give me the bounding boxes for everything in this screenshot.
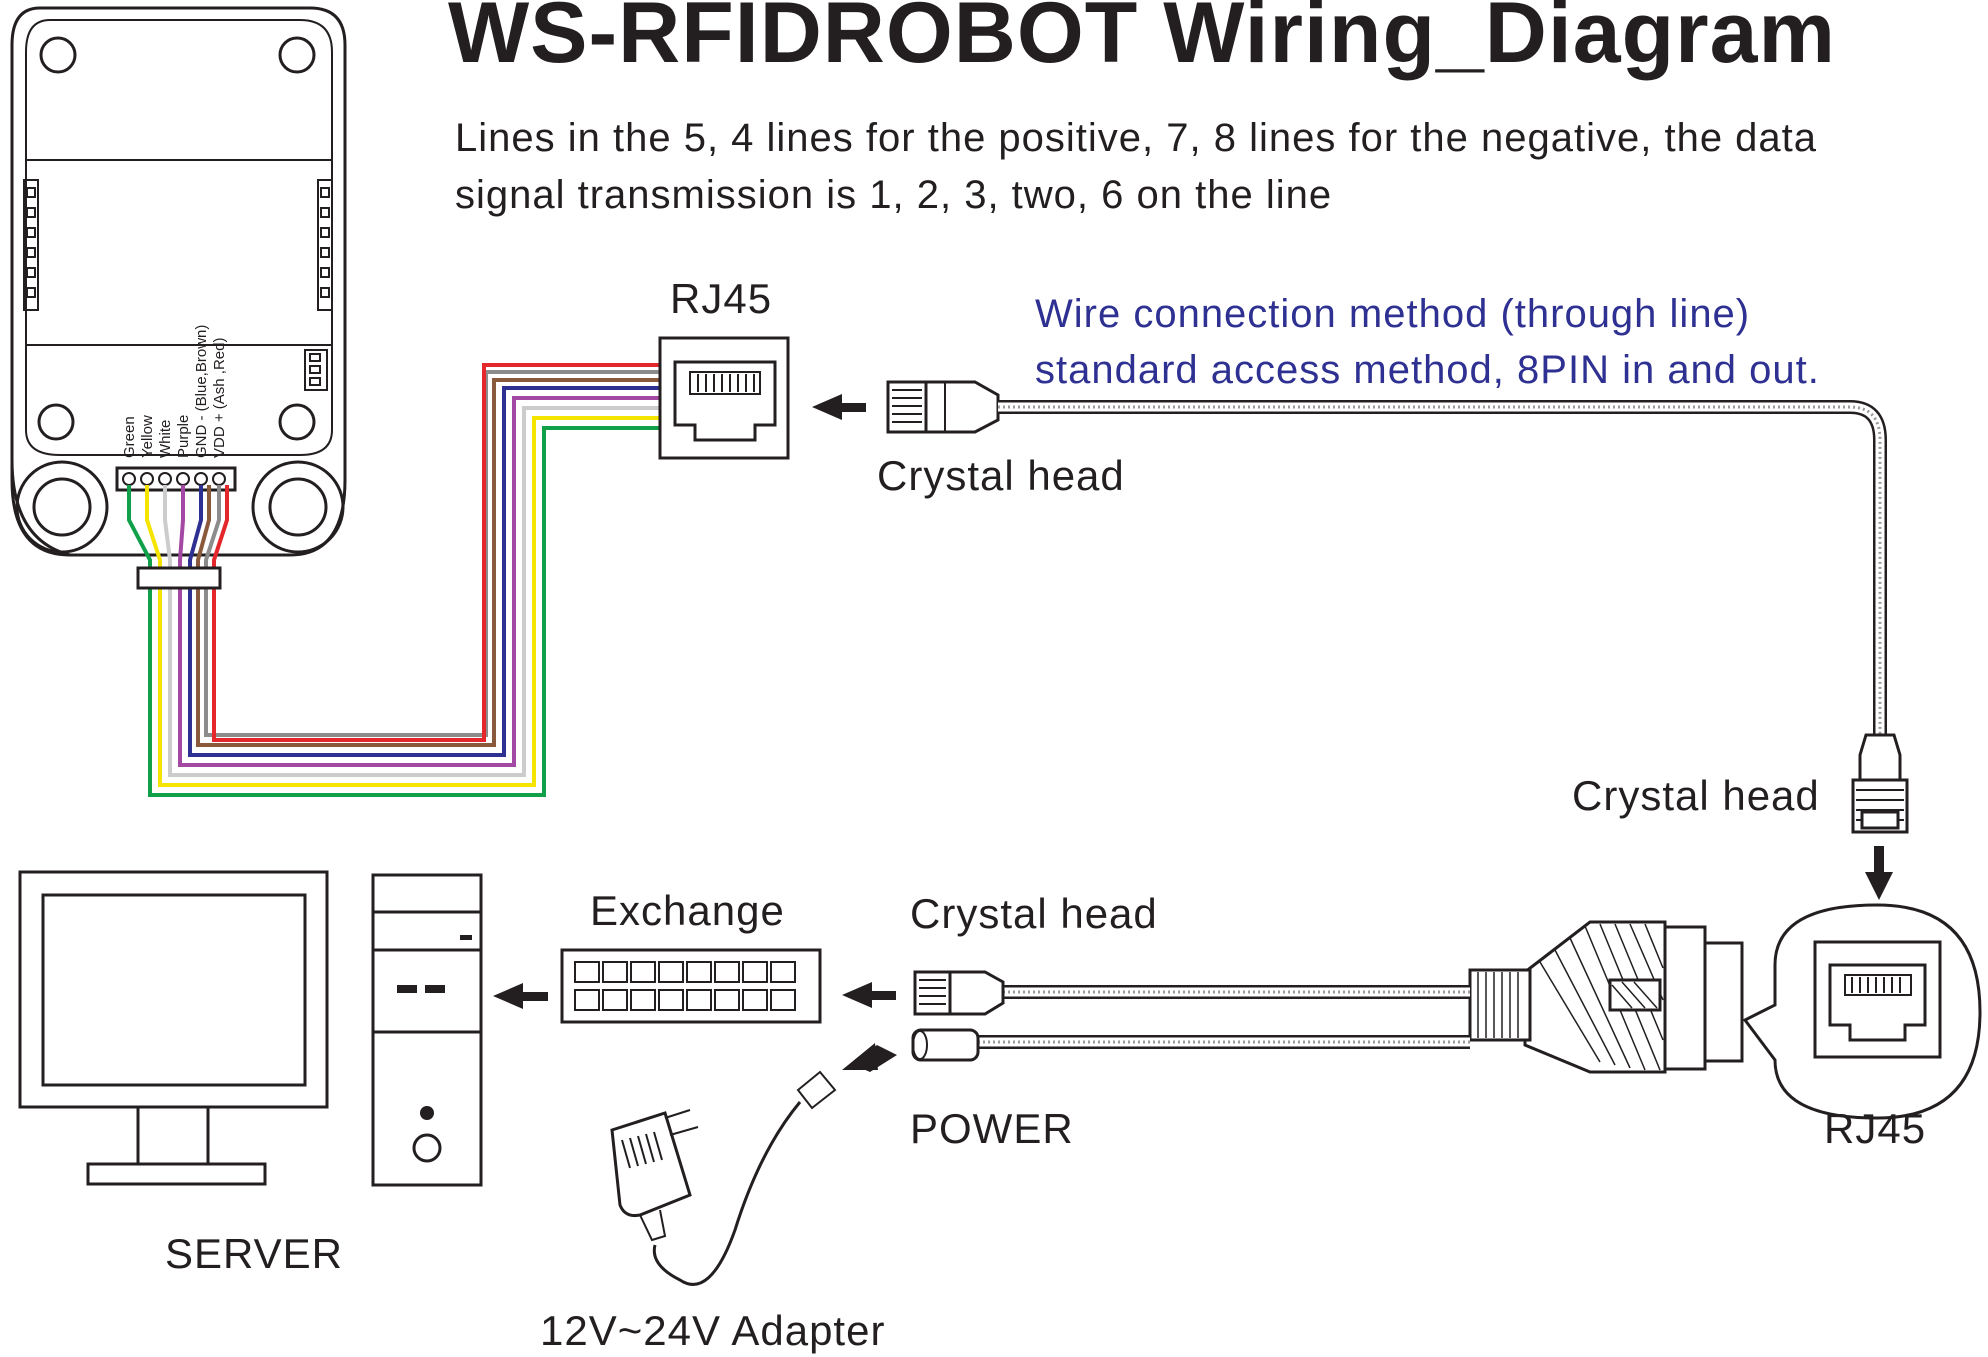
monitor-icon (18, 870, 329, 1186)
network-cable (998, 400, 1887, 735)
network-switch-icon (560, 948, 822, 1024)
exchange-label: Exchange (590, 887, 785, 934)
pin-label-white: White (157, 420, 174, 458)
arrow-down-icon (1865, 846, 1893, 900)
arrow-diagonal-icon (842, 1043, 897, 1072)
mount-hole-icon (37, 403, 75, 441)
arrow-left-icon (812, 394, 866, 420)
crystal-head-bottom-label: Crystal head (910, 890, 1158, 937)
arrow-left-icon (842, 982, 896, 1008)
pin-label-yellow: Yellow (139, 415, 156, 458)
poe-splitter-icon (1468, 920, 1744, 1074)
description-line-1: Lines in the 5, 4 lines for the positive… (455, 116, 1817, 160)
diagram-title: WS-RFIDROBOT Wiring_Diagram (448, 0, 1836, 81)
pin-label-gnd: GND - (Blue,Brown) (193, 325, 210, 458)
arrow-left-icon (493, 983, 548, 1009)
description-line-2: signal transmission is 1, 2, 3, two, 6 o… (455, 173, 1332, 217)
server-label: SERVER (165, 1230, 343, 1277)
rj45-bottom-label: RJ45 (1824, 1105, 1926, 1152)
adapter-label: 12V~24V Adapter (540, 1307, 885, 1354)
pin-label-green: Green (121, 416, 138, 458)
power-label: POWER (910, 1105, 1074, 1152)
note-line-2: standard access method, 8PIN in and out. (1035, 348, 1820, 392)
mount-hole-icon (278, 36, 316, 74)
rfid-reader-board: Green Yellow White Purple GND - (Blue,Br… (10, 6, 347, 557)
screw-hole-icon (15, 460, 109, 554)
crystal-head-top-label: Crystal head (877, 452, 1125, 499)
splitter-cables (975, 985, 1470, 1049)
crystal-head-right-label: Crystal head (1572, 772, 1820, 819)
rj45-socket-icon (658, 336, 790, 460)
screw-hole-icon (251, 460, 345, 554)
pin-label-vdd: VDD + (Ash ,Red) (211, 338, 228, 458)
power-adapter-icon (610, 1070, 837, 1286)
reader-to-rj45-wires (127, 363, 660, 797)
mount-hole-icon (278, 403, 316, 441)
note-line-1: Wire connection method (through line) (1035, 292, 1750, 336)
rj45-top-label: RJ45 (670, 275, 772, 322)
mount-hole-icon (39, 36, 77, 74)
crystal-head-bottom-icon (913, 970, 1005, 1016)
rj45-bottom-socket-icon (1742, 903, 1982, 1120)
crystal-head-right-icon (1851, 733, 1909, 834)
wire-clamp (136, 566, 222, 590)
computer-tower-icon (371, 873, 483, 1187)
crystal-head-top-icon (886, 380, 1000, 434)
pin-label-purple: Purple (175, 415, 192, 458)
dc-jack-icon (911, 1028, 980, 1062)
